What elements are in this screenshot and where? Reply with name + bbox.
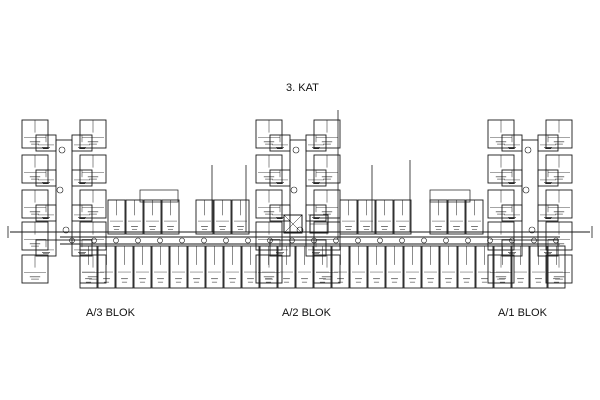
corridor-column bbox=[509, 237, 515, 244]
corridor-column bbox=[223, 237, 229, 244]
stair-core bbox=[283, 214, 303, 234]
corridor-column bbox=[157, 237, 163, 244]
tower-a3-core bbox=[55, 139, 73, 241]
corridor-column bbox=[201, 237, 207, 244]
corridor-column bbox=[377, 237, 383, 244]
tower-a1-column bbox=[528, 226, 536, 234]
upper-row-balcony bbox=[429, 189, 471, 203]
tower-a3-column bbox=[58, 146, 66, 154]
corridor-column bbox=[399, 237, 405, 244]
corridor-column bbox=[465, 237, 471, 244]
corridor-column bbox=[113, 237, 119, 244]
tower-a2-column bbox=[290, 186, 298, 194]
tower-a1-column bbox=[522, 186, 530, 194]
tower-a1-column bbox=[524, 146, 532, 154]
tower-a2-core bbox=[289, 139, 307, 241]
corridor-column bbox=[69, 237, 75, 244]
corridor-column bbox=[245, 237, 251, 244]
corridor-column bbox=[91, 237, 97, 244]
stair-core-hatch bbox=[283, 214, 303, 234]
upper-row-balcony bbox=[139, 189, 179, 203]
corridor-column bbox=[421, 237, 427, 244]
corridor-column bbox=[333, 237, 339, 244]
tower-a2-column bbox=[292, 146, 300, 154]
block-label-a1: A/1 BLOK bbox=[498, 307, 547, 319]
corridor-column bbox=[531, 237, 537, 244]
corridor-column bbox=[179, 237, 185, 244]
block-label-a2: A/2 BLOK bbox=[282, 307, 331, 319]
corridor-column bbox=[289, 237, 295, 244]
corridor-column bbox=[487, 237, 493, 244]
corridor-column bbox=[267, 237, 273, 244]
corridor-column bbox=[311, 237, 317, 244]
corridor-column bbox=[553, 237, 559, 244]
tower-a3-column bbox=[56, 186, 64, 194]
corridor-column bbox=[355, 237, 361, 244]
corridor-column bbox=[135, 237, 141, 244]
corridor-column bbox=[443, 237, 449, 244]
tower-a3-column bbox=[62, 226, 70, 234]
block-label-a3: A/3 BLOK bbox=[86, 307, 135, 319]
tower-a1-core bbox=[521, 139, 539, 241]
floor-title: 3. KAT bbox=[286, 82, 319, 94]
